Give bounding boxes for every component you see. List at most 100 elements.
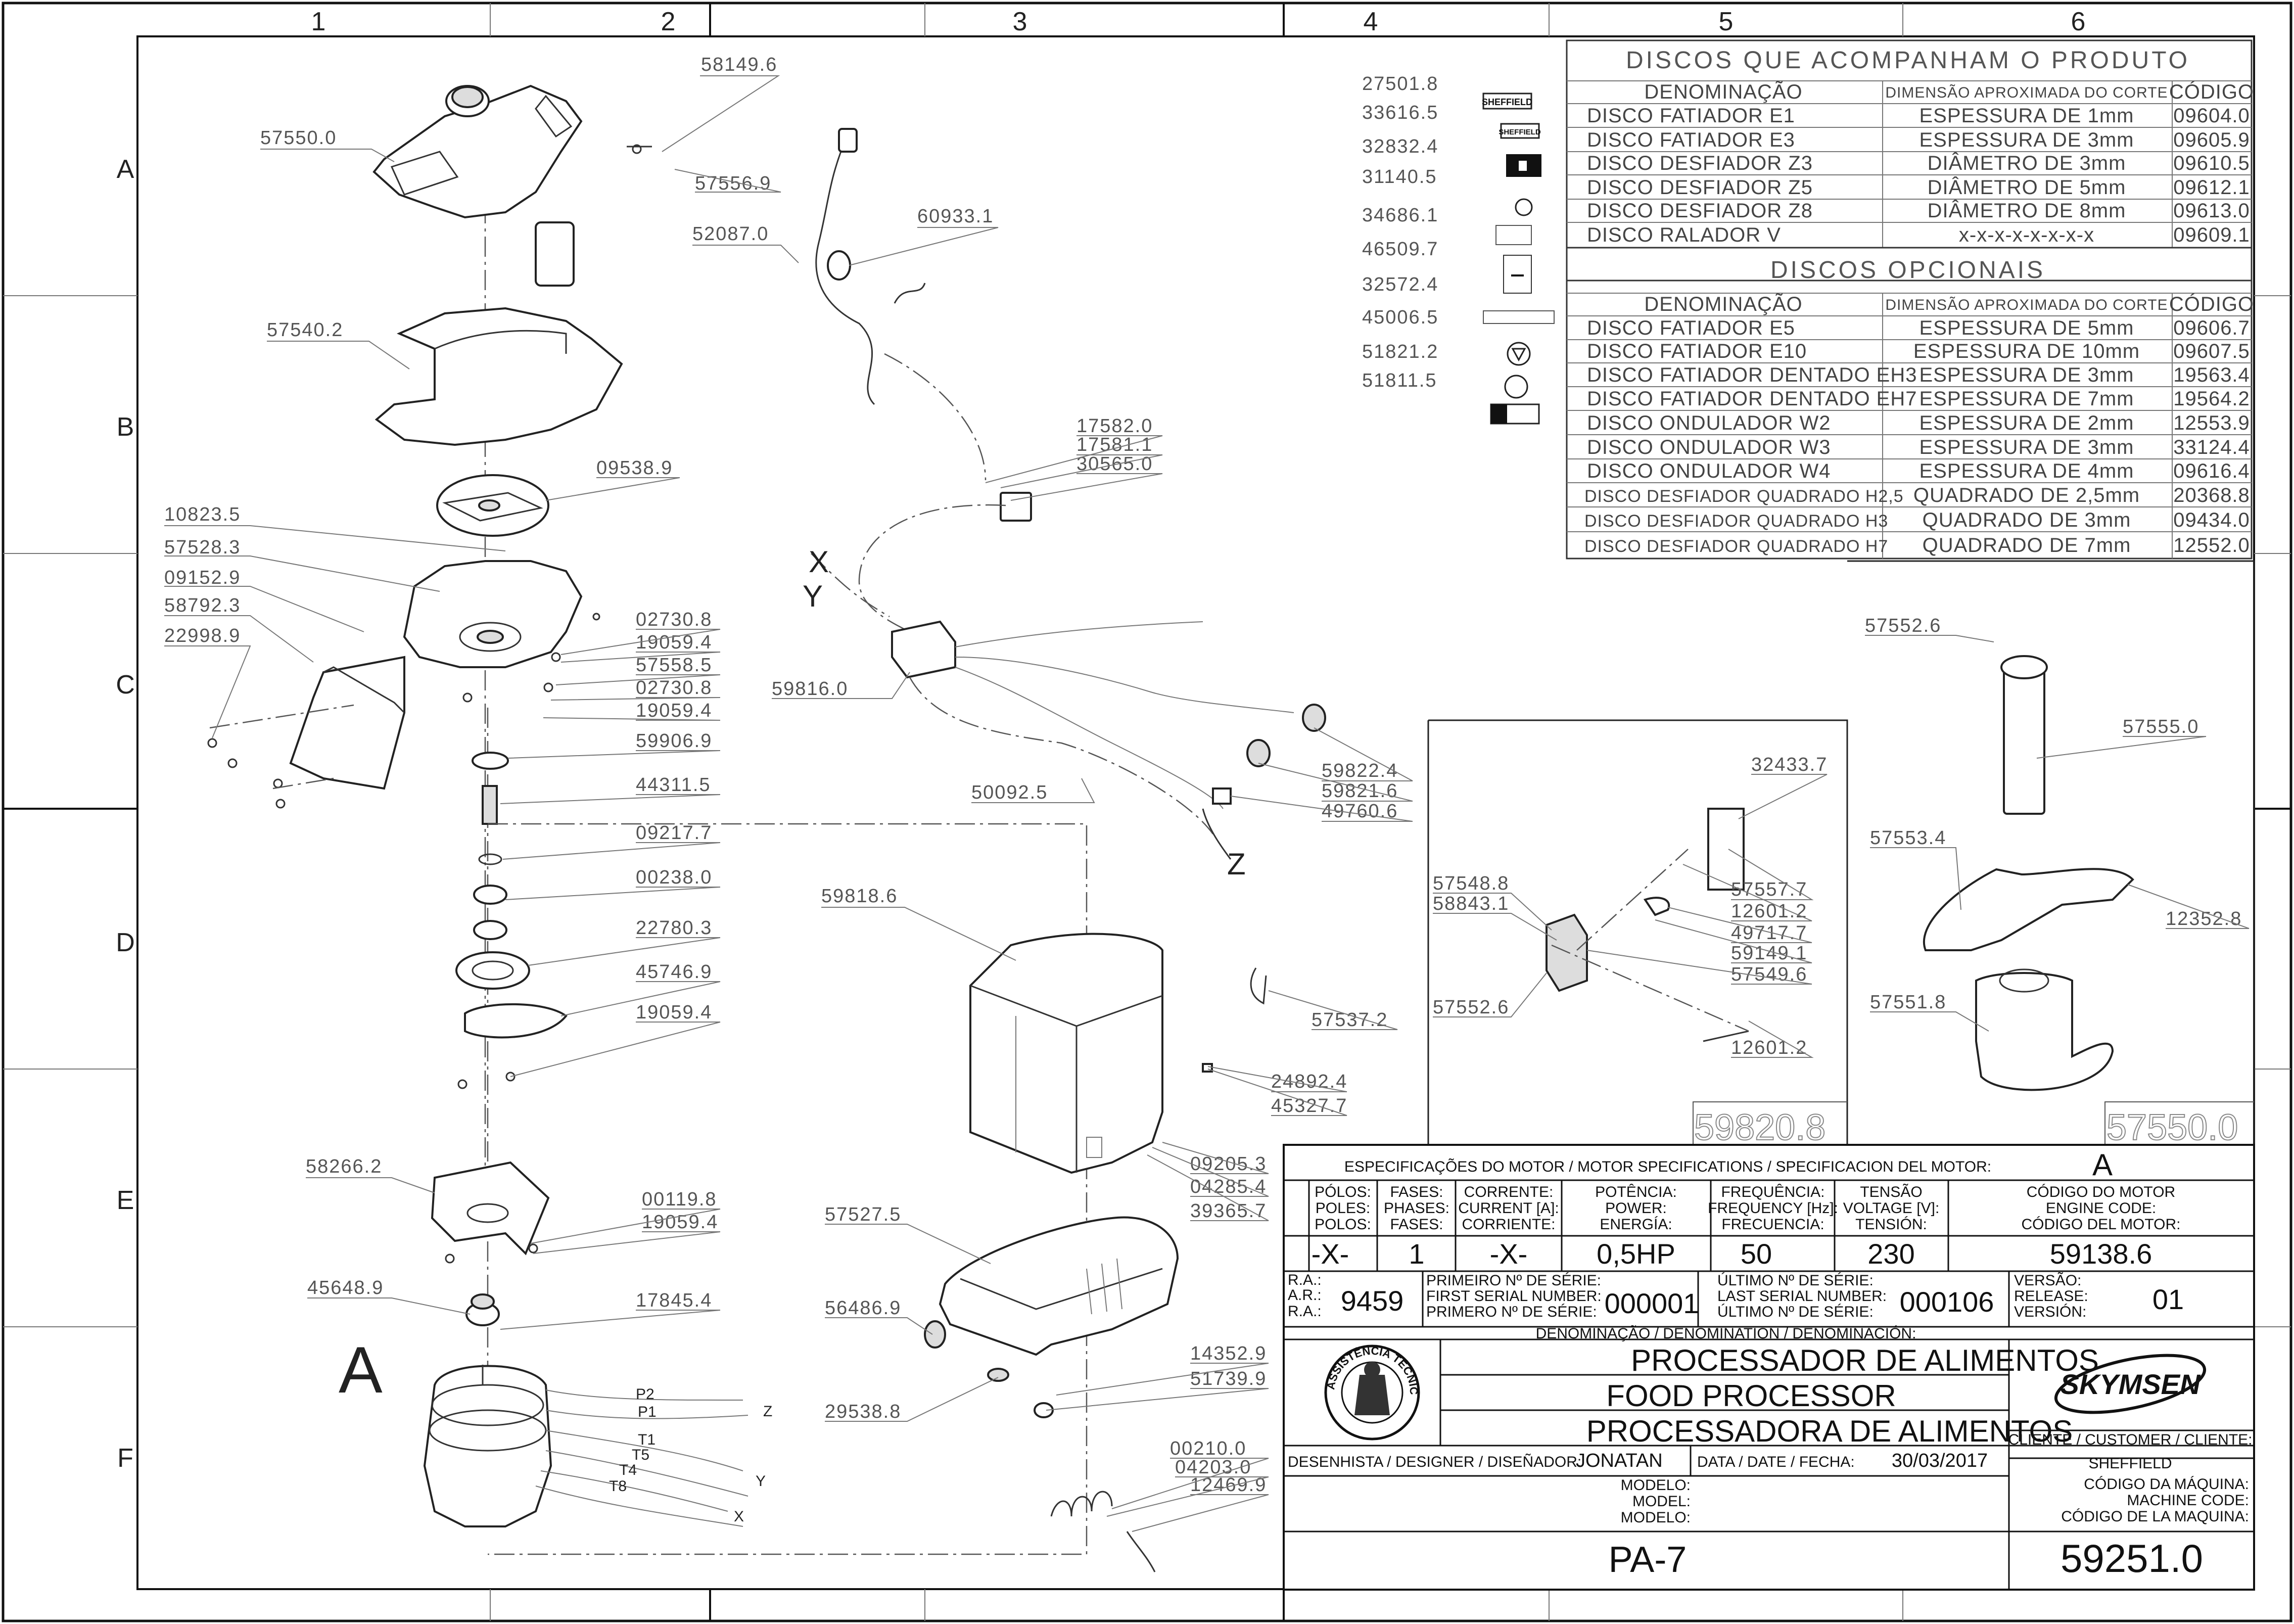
model-value: PA-7 xyxy=(1609,1540,1687,1580)
ra-label-en: A.R.: xyxy=(1288,1287,1322,1304)
label-59822-4: 59822.4 xyxy=(1322,760,1398,781)
grid-row-d: D xyxy=(116,928,135,957)
optional-row-8-name: DISCO DESFIADOR QUADRADO H3 xyxy=(1584,512,1888,531)
label-59816-0: 59816.0 xyxy=(772,678,848,700)
label-09217-7: 09217.7 xyxy=(636,822,712,844)
label-12352-8: 12352.8 xyxy=(2166,908,2242,930)
title-block: ESPECIFICAÇÕES DO MOTOR / MOTOR SPECIFIC… xyxy=(0,0,2255,1591)
label-51739-9: 51739.9 xyxy=(1190,1368,1267,1389)
label-59906-9: 59906.9 xyxy=(636,730,712,752)
optional-header-name: DENOMINAÇÃO xyxy=(1644,293,1802,315)
included-row-1-name: DISCO FATIADOR E3 xyxy=(1587,129,1795,151)
frequency-label-en: FREQUENCY [Hz]: xyxy=(1708,1200,1838,1217)
optional-row-4-name: DISCO ONDULADOR W2 xyxy=(1587,412,1831,434)
included-row-2-name: DISCO DESFIADOR Z3 xyxy=(1587,152,1813,174)
included-header-name: DENOMINAÇÃO xyxy=(1644,80,1802,103)
version-label-es: VERSIÓN: xyxy=(2014,1304,2086,1320)
detail-number-57550-0: 57550.0 xyxy=(2106,1107,2238,1148)
stickers: SHEFFIELD SHEFFIELD xyxy=(1482,92,1555,425)
last-serial-value: 000106 xyxy=(1900,1286,1994,1318)
label-51821-2: 51821.2 xyxy=(1362,341,1438,362)
denomination-en: FOOD PROCESSOR xyxy=(1606,1379,1896,1413)
discs-included-title: DISCOS QUE ACOMPANHAM O PRODUTO xyxy=(1626,47,2190,74)
last-serial-label-en: LAST SERIAL NUMBER: xyxy=(1717,1288,1887,1305)
first-serial-label-en: FIRST SERIAL NUMBER: xyxy=(1426,1288,1602,1305)
motor-wire-p1: P1 xyxy=(638,1404,657,1420)
label-00119-8: 00119.8 xyxy=(642,1189,717,1210)
version-value: 01 xyxy=(2152,1283,2184,1315)
date-value: 30/03/2017 xyxy=(1892,1450,1988,1471)
left-assembly xyxy=(207,84,748,1527)
poles-value: -X- xyxy=(1312,1238,1349,1270)
optional-row-1-name: DISCO FATIADOR E10 xyxy=(1587,340,1807,362)
detail-box-lid xyxy=(1847,560,2255,1146)
pusher-part xyxy=(535,221,575,287)
included-row-5-name: DISCO RALADOR V xyxy=(1587,224,1781,246)
current-value: -X- xyxy=(1490,1238,1528,1270)
label-57551-8: 57551.8 xyxy=(1870,992,1946,1013)
label-09205-3: 09205.3 xyxy=(1190,1153,1267,1175)
model-label-pt: MODELO: xyxy=(1621,1477,1691,1494)
frequency-value: 50 xyxy=(1741,1238,1772,1270)
label-59149-1: 59149.1 xyxy=(1731,943,1807,964)
optional-row-0-code: 09606.7 xyxy=(2173,317,2250,339)
label-19059-4-a: 19059.4 xyxy=(636,632,712,653)
label-09152-9: 09152.9 xyxy=(164,567,241,588)
label-17582-0: 17582.0 xyxy=(1076,415,1153,437)
sticker-sheffield-2: SHEFFIELD xyxy=(1499,128,1541,136)
grid-row-f: F xyxy=(117,1444,133,1473)
label-12601-2-a: 12601.2 xyxy=(1731,901,1807,922)
denomination-es: PROCESSADORA DE ALIMENTOS xyxy=(1586,1414,2073,1448)
label-45006-5: 45006.5 xyxy=(1362,307,1438,328)
label-45327-7: 45327.7 xyxy=(1271,1095,1347,1117)
label-58792-3: 58792.3 xyxy=(164,595,241,616)
included-row-4-dim: DIÂMETRO DE 8mm xyxy=(1928,199,2126,222)
label-34686-1: 34686.1 xyxy=(1362,205,1438,226)
included-row-4-code: 09613.0 xyxy=(2173,200,2250,222)
electric-motor xyxy=(423,1365,552,1527)
optional-row-6-code: 09616.4 xyxy=(2173,460,2250,482)
label-32433-7: 32433.7 xyxy=(1751,754,1828,775)
label-02730-8-a: 02730.8 xyxy=(636,609,712,630)
label-29538-8: 29538.8 xyxy=(825,1401,901,1422)
motor-wire-z: Z xyxy=(763,1403,772,1420)
label-09538-9: 09538.9 xyxy=(596,457,673,479)
label-39365-7: 39365.7 xyxy=(1190,1200,1267,1222)
voltage-label-es: TENSIÓN: xyxy=(1855,1216,1927,1233)
label-58266-2: 58266.2 xyxy=(306,1156,382,1177)
poles-label-es: POLOS: xyxy=(1315,1216,1371,1233)
optional-row-3-code: 19564.2 xyxy=(2173,388,2250,410)
junction-box xyxy=(891,620,956,679)
wire-x: X xyxy=(809,545,829,579)
motor-spec-title: ESPECIFICAÇÕES DO MOTOR / MOTOR SPECIFIC… xyxy=(1344,1158,1991,1175)
ra-label-pt: R.A.: xyxy=(1288,1272,1322,1288)
motor-wire-p2: P2 xyxy=(636,1386,654,1403)
label-57540-2: 57540.2 xyxy=(267,319,343,341)
machine-code-label-en: MACHINE CODE: xyxy=(2127,1492,2249,1509)
label-56486-9: 56486.9 xyxy=(825,1297,901,1319)
label-19059-4-c: 19059.4 xyxy=(636,1002,712,1023)
discs-included-table: DISCOS QUE ACOMPANHAM O PRODUTO DENOMINA… xyxy=(1566,39,2254,282)
optional-row-6-dim: ESPESSURA DE 4mm xyxy=(1919,460,2134,482)
optional-row-8-code: 09434.0 xyxy=(2173,509,2250,531)
optional-header-dimension: DIMENSÃO APROXIMADA DO CORTE xyxy=(1885,296,2168,313)
optional-row-9-dim: QUADRADO DE 7mm xyxy=(1923,534,2131,556)
machine-code-value: 59251.0 xyxy=(2061,1536,2203,1581)
label-46509-7: 46509.7 xyxy=(1362,239,1438,260)
label-32572-4: 32572.4 xyxy=(1362,274,1438,295)
discs-optional-title: DISCOS OPCIONAIS xyxy=(1770,257,2045,284)
model-label-es: MODELO: xyxy=(1621,1509,1691,1526)
grid-row-e: E xyxy=(117,1186,134,1215)
frequency-label-es: FRECUENCIA: xyxy=(1721,1216,1824,1233)
label-32832-4: 32832.4 xyxy=(1362,136,1438,157)
label-57555-0: 57555.0 xyxy=(2123,716,2199,737)
grid-col-3: 3 xyxy=(1013,7,1027,36)
label-22780-3: 22780.3 xyxy=(636,917,712,939)
label-24892-4: 24892.4 xyxy=(1271,1071,1347,1092)
wire-letters: X Y Z A P2 P1 Z T1 T5 T4 T8 Y X xyxy=(339,545,1246,1525)
optional-row-0-name: DISCO FATIADOR E5 xyxy=(1587,317,1795,339)
optional-row-5-dim: ESPESSURA DE 3mm xyxy=(1919,436,2134,458)
power-value: 0,5HP xyxy=(1597,1238,1675,1270)
label-57552-6-a: 57552.6 xyxy=(1433,997,1509,1018)
